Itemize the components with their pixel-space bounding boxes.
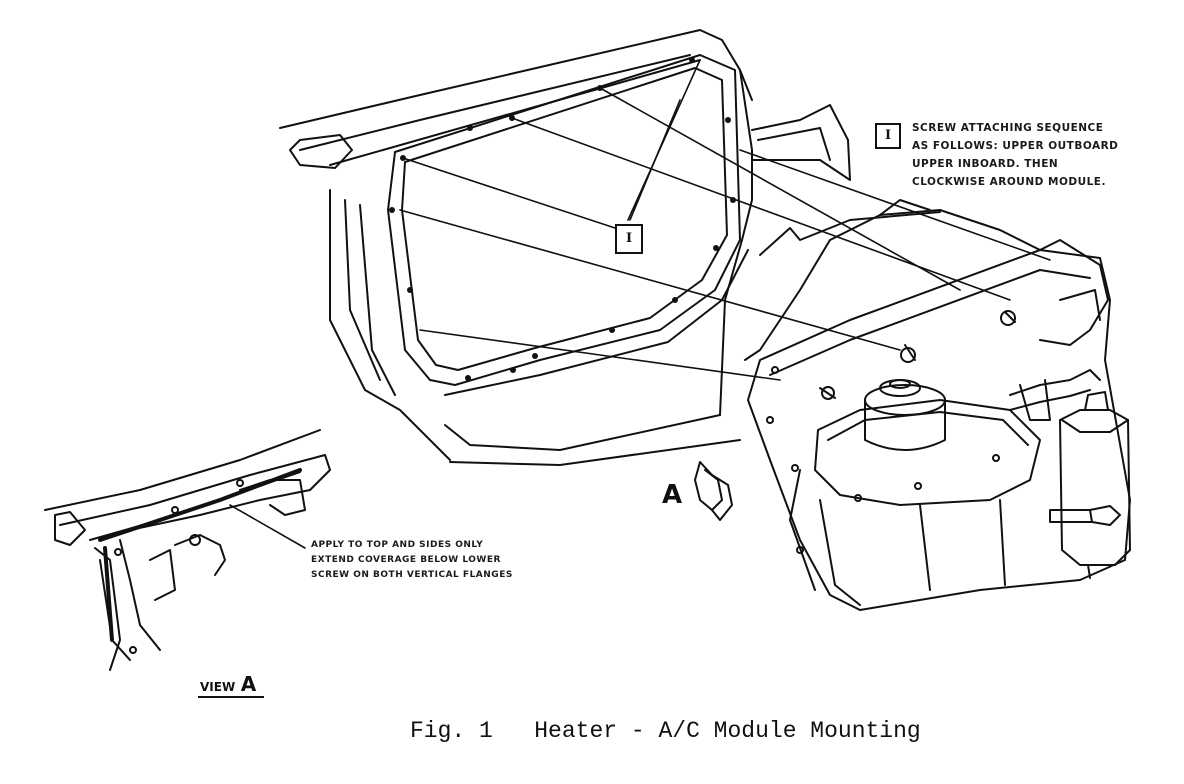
view-a-inset — [44, 429, 331, 671]
sealant-note-line: APPLY TO TOP AND SIDES ONLY — [311, 540, 484, 550]
screw-sequence-note: SCREW ATTACHING SEQUENCE AS FOLLOWS: UPP… — [912, 119, 1118, 191]
figure-number: Fig. 1 — [410, 718, 493, 744]
screw-sequence-line: AS FOLLOWS: UPPER OUTBOARD — [912, 140, 1119, 152]
view-a-label: VIEW A — [200, 672, 256, 696]
alignment-lines — [399, 87, 1051, 381]
figure-title: Heater - A/C Module Mounting — [534, 718, 921, 744]
callout-marker-note: I — [875, 123, 901, 149]
sealant-note-line: EXTEND COVERAGE BELOW LOWER — [311, 555, 501, 565]
view-a-label-word: VIEW — [200, 680, 236, 694]
screw-sequence-line: SCREW ATTACHING SEQUENCE — [912, 122, 1104, 134]
heater-ac-module — [744, 199, 1131, 611]
callout-leader-lines — [402, 59, 701, 229]
module-opening-flange — [387, 54, 749, 396]
view-a-pointer-part — [694, 461, 733, 521]
screw-sequence-line: UPPER INBOARD. THEN — [912, 158, 1059, 170]
callout-marker-main: I — [615, 224, 643, 254]
sealant-note-line: SCREW ON BOTH VERTICAL FLANGES — [311, 570, 513, 580]
view-a-label-letter: A — [240, 672, 257, 696]
figure-caption: Fig. 1 Heater - A/C Module Mounting — [410, 718, 921, 744]
view-a-pointer-label: A — [662, 480, 683, 510]
screw-sequence-line: CLOCKWISE AROUND MODULE. — [912, 176, 1106, 188]
firewall-panel — [279, 29, 851, 466]
view-a-underline — [198, 696, 264, 698]
sealant-note: APPLY TO TOP AND SIDES ONLY EXTEND COVER… — [311, 538, 513, 583]
